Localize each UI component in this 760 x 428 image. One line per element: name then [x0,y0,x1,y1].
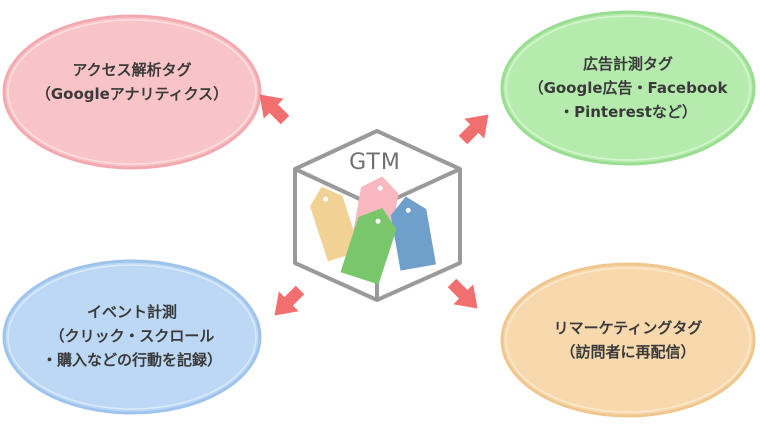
node-event-label: イベント計測 （クリック・スクロール ・購入などの行動を記録） [22,300,242,372]
node-remarketing-line-2: （訪問者に再配信） [560,343,696,361]
node-ads-line-2: （Google広告・Facebook [528,79,728,97]
node-event-line-3: ・購入などの行動を記録） [41,351,222,369]
arrow-to-remarketing [447,278,478,309]
tag-blue-icon [390,196,436,271]
node-ads-line-3: ・Pinterestなど） [559,103,697,121]
node-analytics-line-1: アクセス解析タグ [72,61,192,79]
cube-title: GTM [349,150,401,175]
node-event-line-2: （クリック・スクロール [49,327,215,345]
node-ads-label: 広告計測タグ （Google広告・Facebook ・Pinterestなど） [518,52,738,124]
node-event-bubble [2,259,262,415]
arrow-to-event [274,285,305,316]
tag-green-icon [340,207,397,285]
node-analytics-label: アクセス解析タグ （Googleアナリティクス） [32,58,232,106]
node-analytics-line-2: （Googleアナリティクス） [35,85,229,103]
node-ads-bubble [500,10,756,166]
node-analytics-bubble [2,14,262,170]
arrow-to-ads [458,114,489,145]
node-remarketing-line-1: リマーケティングタグ [553,319,703,337]
arrow-to-analytics [259,94,290,125]
tag-yellow-icon [310,186,361,262]
node-remarketing-label: リマーケティングタグ （訪問者に再配信） [528,316,728,364]
node-ads-line-1: 広告計測タグ [582,55,673,73]
node-event-line-1: イベント計測 [86,303,177,321]
node-remarketing-bubble [500,262,756,418]
